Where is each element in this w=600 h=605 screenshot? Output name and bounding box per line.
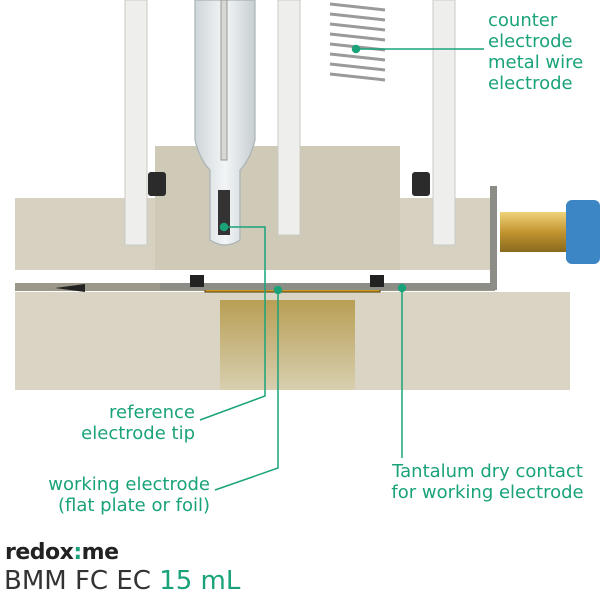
o-ring-right [412,172,430,196]
cylinder-wall-right [432,0,456,246]
lower-cavity [220,300,355,390]
brand-colon: : [73,540,82,565]
counter-electrode-coil [329,2,386,82]
product-title: BMM FC EC 15 mL [4,566,240,596]
label-line: (flat plate or foil) [58,495,210,516]
o-ring-left [148,172,166,196]
cylinder-wall-left [124,0,148,246]
product-volume: 15 mL [159,566,241,596]
brand-suffix: me [81,540,119,565]
label-line: working electrode [48,474,210,495]
inner-tube [277,0,301,236]
reference-electrode-label: reference electrode tip [60,402,195,444]
working-electrode-label: working electrode (flat plate or foil) [20,474,210,516]
reference-frit [218,190,230,235]
label-line: for working electrode [391,482,584,503]
label-line: electrode tip [81,423,195,444]
tantalum-contact-label: Tantalum dry contact for working electro… [385,461,590,503]
reference-wire [220,0,228,161]
brass-connector [500,212,568,252]
brand-prefix: redox [5,540,74,565]
clamp-right [370,275,384,287]
counter-electrode-label: counter electrode metal wire electrode [488,10,583,94]
label-line: Tantalum dry contact [392,461,583,482]
label-line: counter [488,10,558,31]
callout-lines [199,44,484,491]
clamp-left [190,275,204,287]
seal-left [55,284,85,292]
label-line: electrode [488,73,573,94]
label-line: metal wire [488,52,584,73]
label-line: reference [109,402,195,423]
brand-logo: redox:me [5,540,119,565]
product-name: BMM FC EC [4,566,151,596]
label-line: electrode [488,31,573,52]
blue-connector [566,200,600,264]
